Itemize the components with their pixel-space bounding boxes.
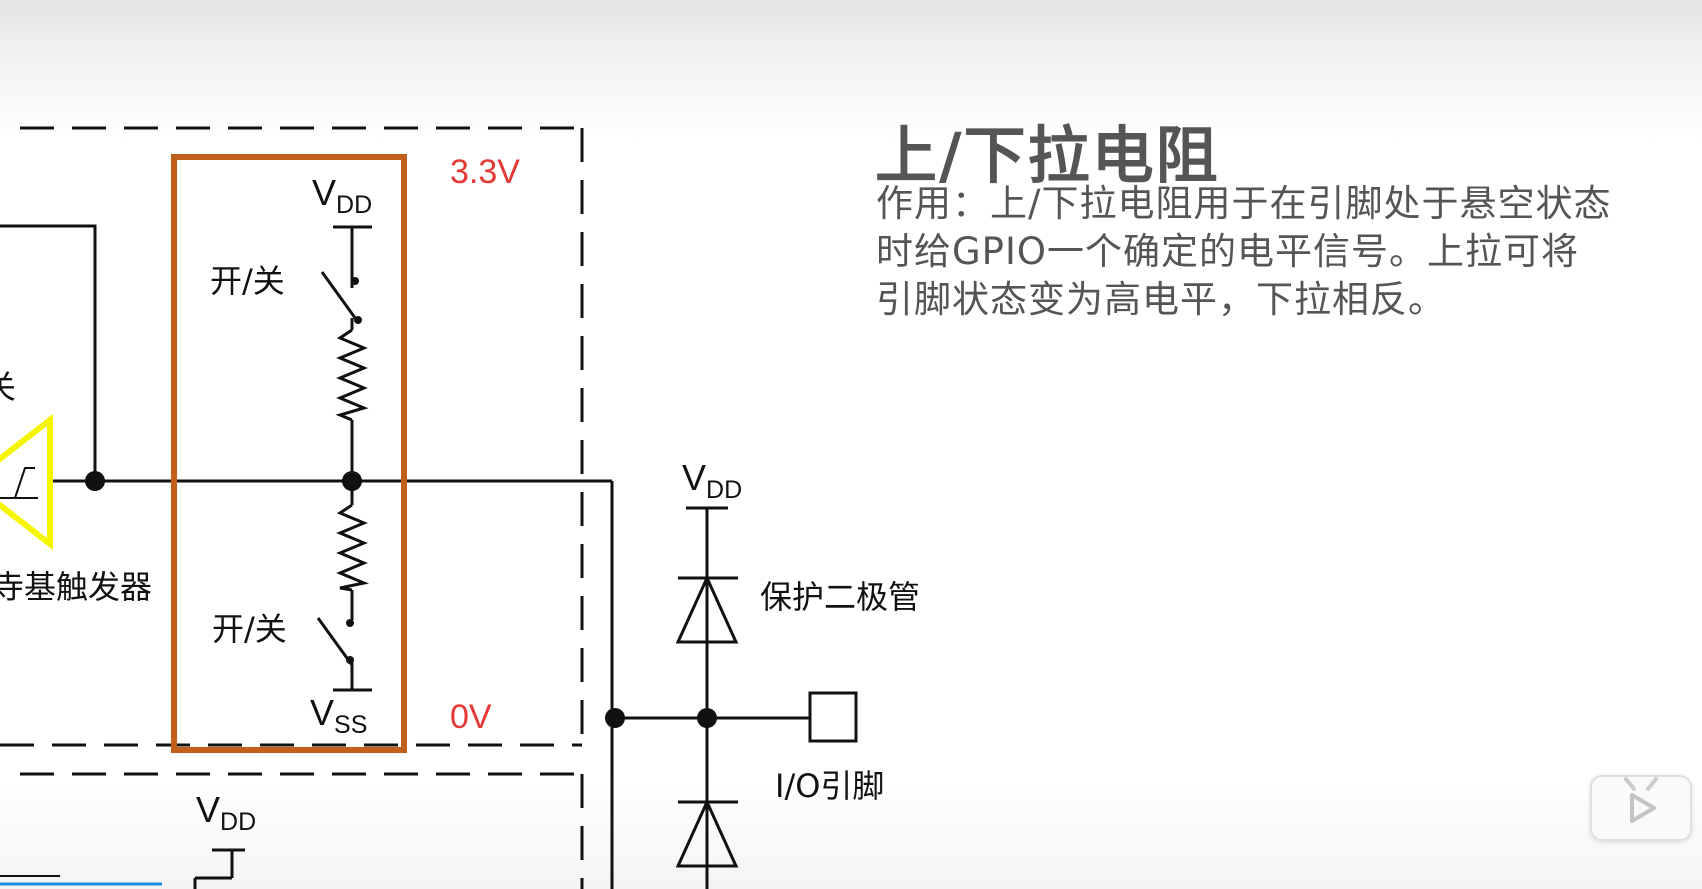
switch-label-top: 开/关 [210,262,285,300]
pull-down-resistor [336,503,370,592]
slide-description: 作用：上/下拉电阻用于在引脚处于悬空状态时给GPIO一个确定的电平信号。上拉可将… [876,182,1612,321]
vdd-label-bottom: VDD [196,789,256,836]
protection-diode-bottom [675,798,739,868]
play-icon [1624,777,1658,823]
switch-contacts [346,277,362,664]
dashed-enclosure [0,126,584,747]
switch-label-bottom: 开/关 [212,610,287,648]
video-play-button[interactable] [1590,775,1692,841]
vdd-label-top: VDD [312,172,372,219]
voltage-high-label: 3.3V [450,153,520,191]
dashed-enclosure-lower [20,772,584,889]
slide-title: 上/下拉电阻 [875,119,1220,192]
io-pin-label: I/O引脚 [775,767,884,805]
schmitt-trigger-partial-label: 关 [0,368,16,406]
io-pin-pad [808,691,858,743]
protection-diode-top [675,574,739,644]
protection-diode-label: 保护二极管 [760,578,920,616]
pull-up-resistor [335,328,369,422]
schmitt-trigger-label: 寺基触发器 [0,568,152,606]
vss-label: VSS [310,692,367,739]
junction-dots [85,471,717,728]
partial-blue-element [0,875,162,886]
pull-resistor-highlight-box [171,154,407,753]
voltage-low-label: 0V [450,698,492,736]
schmitt-trigger [0,413,53,551]
vdd-label-diode: VDD [682,457,742,504]
